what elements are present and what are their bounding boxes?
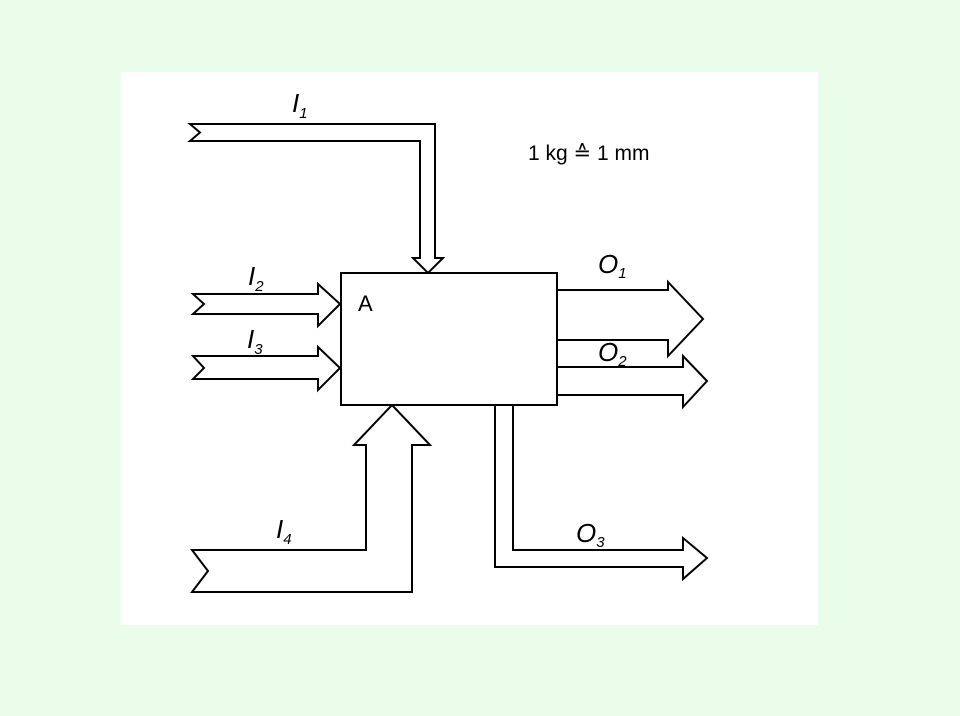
label-i2: I2 [248, 261, 264, 295]
scale-legend: 1 kg ≙ 1 mm [528, 142, 649, 165]
flow-arrow-i4 [189, 403, 433, 593]
flow-arrow-o1 [556, 279, 705, 359]
flow-arrow-o2 [556, 353, 709, 410]
flow-arrow-i3 [190, 344, 342, 393]
label-o2: O2 [598, 337, 627, 370]
flow-arrow-i2 [190, 281, 342, 329]
process-box [340, 272, 558, 406]
flow-arrow-i1 [187, 123, 446, 275]
flow-arrow-o3 [494, 404, 709, 582]
label-i1: I1 [292, 88, 308, 122]
process-box-label: A [358, 291, 373, 316]
label-o3: O3 [576, 518, 605, 551]
label-i4: I4 [276, 514, 292, 548]
label-o1: O1 [598, 249, 627, 282]
label-i3: I3 [247, 324, 263, 358]
